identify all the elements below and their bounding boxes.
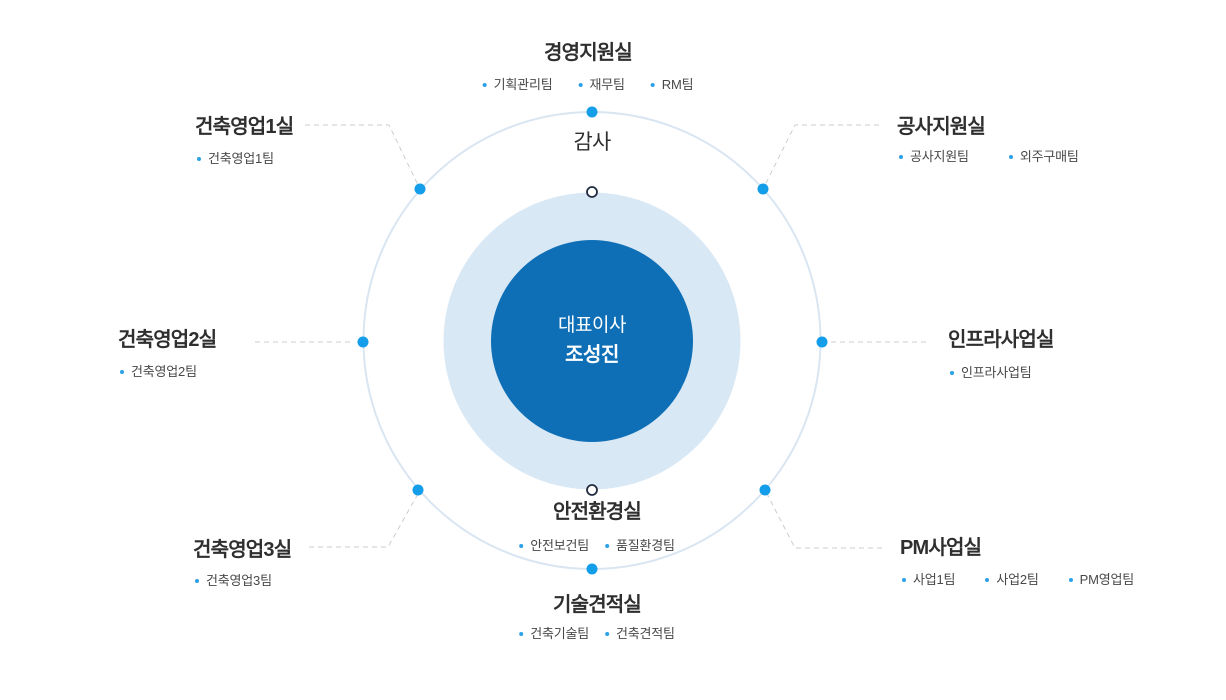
team-label: 안전보건팀 [530, 538, 589, 553]
team-bullet-icon [1008, 155, 1013, 159]
team-bullet-icon [605, 544, 609, 548]
section-construction-support: 공사지원실 공사지원팀 외주구매팀 [897, 114, 1079, 166]
team-item: 인프라사업팀 [950, 364, 1032, 382]
section-construction-sales-2: 건축영업2실 건축영업2팀 [118, 327, 217, 381]
team-label: 사업2팀 [996, 572, 1039, 587]
team-item: 안전보건팀 [519, 537, 589, 555]
team-row: 사업1팀 사업2팀 PM영업팀 [900, 571, 1134, 589]
ceo-name: 조성진 [565, 344, 619, 366]
connector-line [305, 124, 420, 188]
audit-label: 감사 [573, 131, 611, 154]
team-label: RM팀 [661, 77, 694, 92]
section-safety-environment: 안전환경실 안전보건팀 품질환경팀 [519, 499, 675, 555]
node-dot [586, 563, 598, 575]
section-title: 건축영업1실 [195, 116, 294, 138]
team-label: 공사지원팀 [910, 149, 969, 164]
node-dot [586, 106, 598, 118]
team-bullet-icon [482, 83, 487, 87]
team-item: 사업1팀 [902, 571, 956, 589]
team-row: 건축영업2팀 [118, 363, 216, 381]
node-dot [412, 484, 424, 496]
team-bullet-icon [197, 157, 201, 161]
node-dot [414, 183, 426, 195]
team-row: 기획관리팀 재무팀 RM팀 [482, 76, 694, 94]
team-row: 건축기술팀 건축견적팀 [519, 625, 675, 643]
team-bullet-icon [650, 83, 655, 87]
team-row: 건축영업1팀 [195, 150, 293, 168]
node-dot [759, 484, 771, 496]
team-bullet-icon [1068, 578, 1073, 582]
team-label: 재무팀 [589, 77, 625, 92]
ring-marker [586, 484, 598, 496]
team-label: 건축영업3팀 [206, 573, 272, 588]
section-management-support-office: 경영지원실 기획관리팀 재무팀 RM팀 [482, 40, 694, 94]
section-construction-sales-1: 건축영업1실 건축영업1팀 [195, 114, 294, 168]
team-bullet-icon [519, 632, 524, 636]
node-dots [357, 106, 828, 575]
team-item: 재무팀 [578, 76, 625, 94]
team-bullet-icon [902, 578, 906, 582]
team-bullet-icon [605, 632, 609, 636]
team-item: 품질환경팀 [605, 537, 675, 555]
team-label: 기획관리팀 [493, 77, 553, 92]
node-dot [757, 183, 769, 195]
node-dot [816, 336, 828, 348]
connector-line [309, 491, 420, 548]
team-bullet-icon [950, 371, 954, 375]
team-bullet-icon [519, 544, 524, 548]
section-construction-sales-3: 건축영업3실 건축영업3팀 [193, 537, 292, 590]
connector-lines [255, 124, 929, 549]
section-title: 기술견적실 [553, 594, 642, 616]
team-row: 건축영업3팀 [193, 572, 291, 590]
section-technical-estimation: 기술견적실 건축기술팀 건축견적팀 [519, 592, 675, 643]
ring-marker [586, 186, 598, 198]
team-label: 건축영업2팀 [131, 364, 197, 379]
team-bullet-icon [195, 579, 199, 583]
team-bullet-icon [899, 155, 903, 159]
team-item: 기획관리팀 [482, 76, 553, 94]
section-pm-business: PM사업실 사업1팀 사업2팀 PM영업팀 [900, 535, 1134, 589]
team-item: 건축견적팀 [605, 625, 675, 643]
team-item: PM영업팀 [1068, 571, 1135, 589]
ring-markers [586, 186, 598, 496]
team-row: 안전보건팀 품질환경팀 [519, 537, 675, 555]
team-item: 건축영업2팀 [120, 363, 197, 381]
team-label: PM영업팀 [1079, 572, 1135, 587]
connector-line [763, 124, 879, 188]
team-label: 인프라사업팀 [961, 365, 1032, 380]
node-dot [357, 336, 369, 348]
section-title: 건축영업2실 [118, 329, 217, 351]
section-title: 건축영업3실 [193, 539, 292, 561]
team-item: 건축영업3팀 [195, 572, 272, 590]
section-title: 인프라사업실 [948, 329, 1054, 351]
ceo-core-circle [491, 240, 693, 442]
team-label: 사업1팀 [913, 572, 956, 587]
team-label: 건축기술팀 [530, 626, 589, 641]
team-item: 건축영업1팀 [197, 150, 274, 168]
section-title: 경영지원실 [543, 42, 633, 64]
team-item: RM팀 [650, 76, 694, 94]
connector-line [765, 491, 882, 549]
team-label: 건축영업1팀 [208, 151, 274, 166]
section-infra-business: 인프라사업실 인프라사업팀 [948, 327, 1054, 382]
team-row: 인프라사업팀 [948, 364, 1054, 382]
team-bullet-icon [120, 370, 124, 374]
section-title: PM사업실 [900, 537, 982, 559]
team-item: 사업2팀 [985, 571, 1039, 589]
ceo-role: 대표이사 [558, 315, 626, 336]
team-bullet-icon [578, 83, 583, 87]
team-label: 건축견적팀 [616, 626, 675, 641]
team-bullet-icon [985, 578, 990, 582]
section-title: 안전환경실 [553, 501, 642, 523]
team-label: 외주구매팀 [1019, 149, 1079, 164]
team-label: 품질환경팀 [616, 538, 675, 553]
team-item: 건축기술팀 [519, 625, 589, 643]
ceo-node: 대표이사 조성진 [558, 312, 626, 370]
team-row: 공사지원팀 외주구매팀 [897, 148, 1079, 166]
section-title: 공사지원실 [897, 116, 986, 138]
team-item: 공사지원팀 [899, 148, 969, 166]
team-item: 외주구매팀 [1008, 148, 1079, 166]
